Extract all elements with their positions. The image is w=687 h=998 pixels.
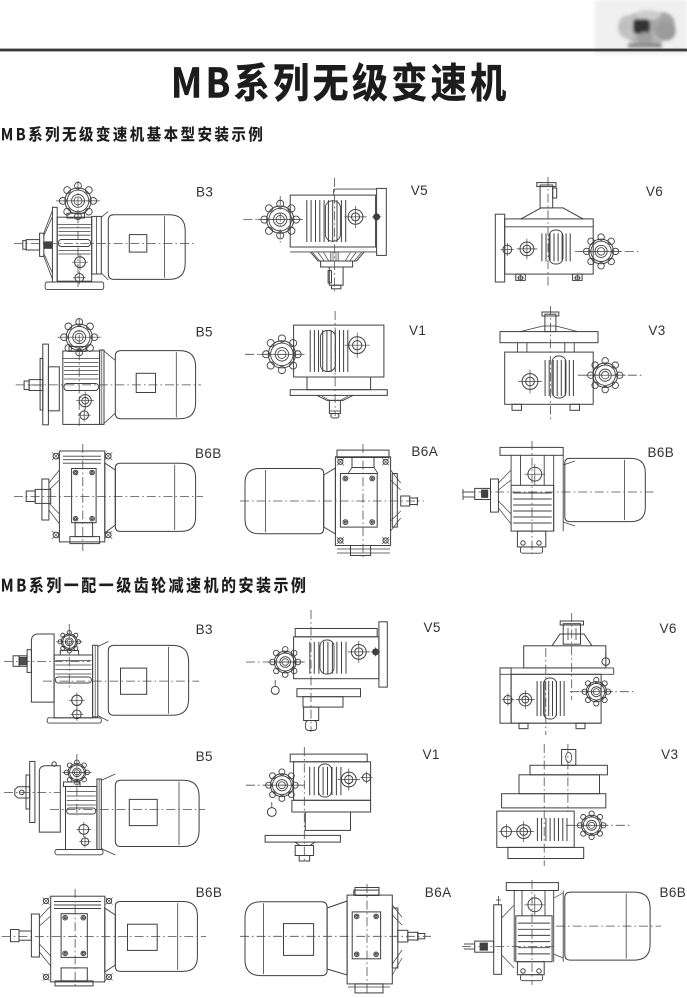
- svg-text:V6: V6: [660, 621, 677, 636]
- svg-text:B6B: B6B: [195, 446, 222, 461]
- svg-text:V6: V6: [646, 184, 663, 199]
- svg-text:B6A: B6A: [411, 444, 438, 459]
- svg-text:B3: B3: [196, 622, 213, 637]
- svg-text:B6B: B6B: [196, 885, 223, 900]
- svg-text:B6B: B6B: [648, 445, 675, 460]
- svg-text:B3: B3: [196, 185, 213, 200]
- svg-text:V3: V3: [648, 323, 665, 338]
- svg-text:B5: B5: [196, 749, 213, 764]
- svg-text:V1: V1: [423, 747, 440, 762]
- svg-text:B5: B5: [196, 325, 213, 340]
- svg-text:V3: V3: [661, 747, 678, 762]
- svg-text:V5: V5: [411, 183, 428, 198]
- svg-text:B6A: B6A: [425, 885, 452, 900]
- svg-text:V5: V5: [424, 620, 441, 635]
- svg-text:V1: V1: [409, 323, 426, 338]
- svg-text:B6B: B6B: [660, 885, 687, 900]
